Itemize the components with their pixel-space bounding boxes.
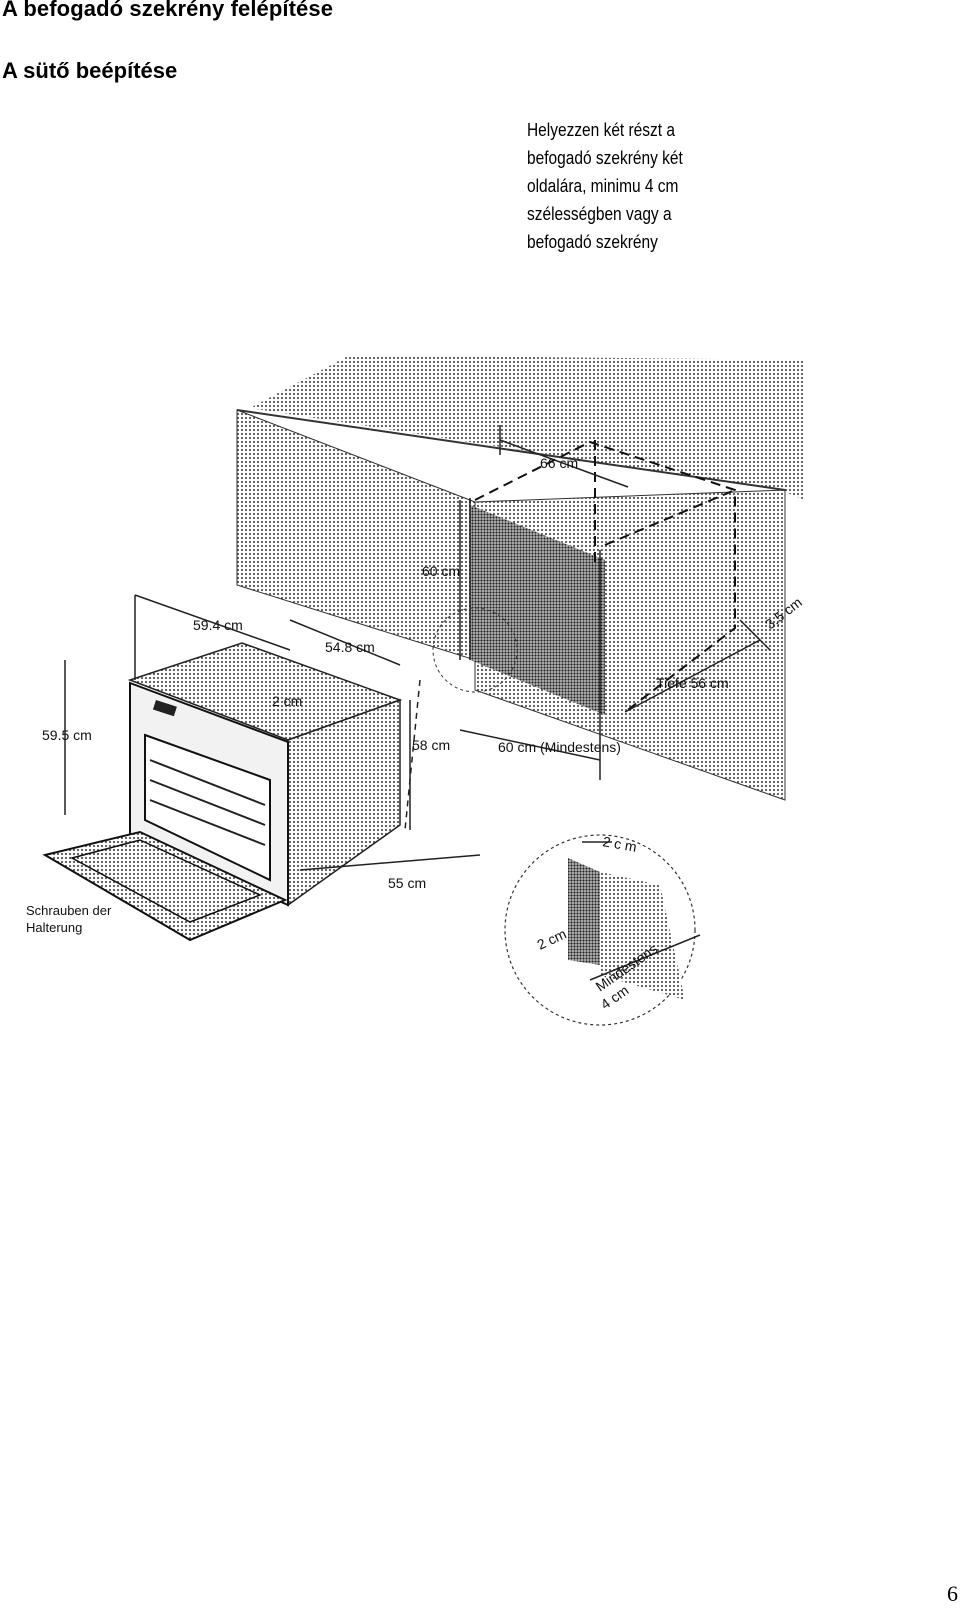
oven: [42, 642, 403, 942]
dim-66cm: 66 cm: [540, 455, 578, 471]
dim-58cm: 58 cm: [412, 737, 450, 753]
detail-circle: [504, 834, 701, 1026]
screws-label-line1: Schrauben der: [26, 903, 112, 918]
instruction-line: befogadó szekrény két: [527, 148, 683, 168]
dim-55cm: 55 cm: [388, 875, 426, 891]
page-number: 6: [947, 1581, 958, 1606]
instruction-line: szélességben vagy a: [527, 204, 672, 224]
screws-label-line2: Halterung: [26, 920, 82, 935]
dim-tiefe-56cm: Tiefe 56 cm: [656, 675, 729, 691]
instruction-line: befogadó szekrény: [527, 232, 658, 252]
subheading: A sütő beépítése: [2, 58, 178, 83]
heading: A befogadó szekrény felépítése: [2, 0, 334, 21]
detail-2cm-top: 2 c m: [601, 833, 637, 855]
dim-60cm-min: 60 cm (Mindestens): [498, 739, 621, 755]
dim-60cm-height: 60 cm: [422, 563, 460, 579]
dim-59-5cm: 59.5 cm: [42, 727, 92, 743]
dim-54-8cm: 54.8 cm: [325, 639, 375, 655]
dimension-lines: [64, 425, 771, 871]
instruction-text: Helyezzen két részt a befogadó szekrény …: [527, 116, 733, 256]
detail-2cm-side: 2 cm: [535, 925, 569, 952]
instruction-line: Helyezzen két részt a: [527, 120, 675, 140]
dim-59-4cm: 59.4 cm: [193, 617, 243, 633]
cabinet: [236, 355, 805, 801]
dim-2cm: 2 cm: [272, 693, 302, 709]
instruction-line: oldalára, minimu 4 cm: [527, 176, 679, 196]
oven-installation-diagram: 66 cm 60 cm 59.4 cm 54.8 cm 59.5 cm 2 cm…: [26, 355, 805, 1026]
